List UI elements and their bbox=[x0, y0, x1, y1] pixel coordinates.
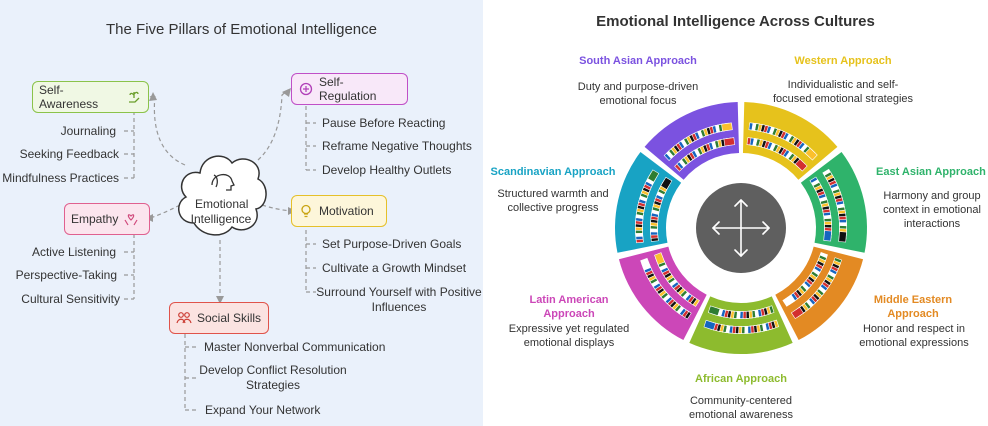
five-pillars-panel: The Five Pillars of Emotional Intelligen… bbox=[0, 0, 483, 426]
empathy-item-2: Perspective-Taking bbox=[15, 268, 117, 282]
empathy-label: Empathy bbox=[71, 212, 119, 226]
social-skills-node: Social Skills bbox=[169, 302, 269, 334]
self-regulation-node: Self-Regulation bbox=[291, 73, 408, 105]
motivation-node: Motivation bbox=[291, 195, 387, 227]
heart-hands-icon bbox=[124, 214, 138, 226]
center-label-1: Emotional bbox=[195, 197, 249, 211]
culture-ring bbox=[615, 102, 867, 354]
flag-tiles-east-asian bbox=[809, 168, 847, 243]
motivation-item-1: Set Purpose-Driven Goals bbox=[322, 237, 462, 251]
left-title: The Five Pillars of Emotional Intelligen… bbox=[106, 21, 377, 38]
flag-tiles-scandinavian bbox=[635, 169, 673, 244]
lightbulb-icon bbox=[301, 204, 311, 218]
head-icon bbox=[211, 174, 235, 191]
self-regulation-item-3: Develop Healthy Outlets bbox=[322, 163, 452, 177]
self-regulation-item-2: Reframe Negative Thoughts bbox=[322, 139, 472, 153]
people-icon bbox=[176, 312, 192, 324]
middle-eastern-title: Middle Eastern Approach bbox=[873, 294, 953, 320]
empathy-node: Empathy bbox=[64, 203, 150, 235]
flag-tiles-south-asian bbox=[663, 122, 736, 172]
self-regulation-label: Self-Regulation bbox=[319, 75, 377, 103]
flag-tiles-western bbox=[746, 122, 818, 172]
hand-plant-icon bbox=[129, 91, 140, 103]
ring-segment-scandinavian bbox=[615, 152, 682, 253]
scandinavian-desc: Structured warmth and collective progres… bbox=[497, 188, 609, 214]
self-awareness-item-1: Journaling bbox=[60, 124, 116, 138]
motivation-item-2: Cultivate a Growth Mindset bbox=[322, 261, 467, 275]
south-asian-title: South Asian Approach bbox=[579, 55, 697, 67]
african-title: African Approach bbox=[695, 373, 787, 385]
pillar-connectors bbox=[124, 88, 316, 411]
self-awareness-node: Self-Awareness bbox=[32, 81, 149, 113]
east-asian-title: East Asian Approach bbox=[876, 166, 986, 178]
social-skills-item-1: Master Nonverbal Communication bbox=[204, 340, 386, 354]
social-skills-label: Social Skills bbox=[197, 311, 262, 325]
move-arrows-icon bbox=[712, 199, 770, 257]
empathy-item-1: Active Listening bbox=[31, 245, 116, 259]
motivation-item-3: Surround Yourself with Positive Influenc… bbox=[316, 285, 482, 314]
flag-tiles-middle-eastern bbox=[782, 251, 843, 320]
african-desc: Community-centered emotional awareness bbox=[689, 395, 793, 421]
center-cloud bbox=[178, 155, 267, 236]
social-skills-item-2: Develop Conflict Resolution Strategies bbox=[199, 363, 347, 392]
ring-segment-east-asian bbox=[800, 152, 867, 253]
cultures-panel: Emotional Intelligence Across Cultures S… bbox=[483, 0, 988, 426]
middle-eastern-desc: Honor and respect in emotional expressio… bbox=[859, 323, 969, 349]
western-title: Western Approach bbox=[794, 55, 892, 67]
self-regulation-item-1: Pause Before Reacting bbox=[322, 116, 446, 130]
connector-self-regulation bbox=[257, 89, 289, 161]
western-desc: Individualistic and self-focused emotion… bbox=[772, 79, 914, 105]
south-asian-desc: Duty and purpose-driven emotional focus bbox=[577, 81, 699, 107]
self-awareness-item-3: Mindfulness Practices bbox=[2, 171, 119, 185]
self-awareness-item-2: Seeking Feedback bbox=[19, 147, 119, 161]
self-awareness-label: Self-Awareness bbox=[39, 83, 99, 111]
right-title: Emotional Intelligence Across Cultures bbox=[596, 13, 875, 30]
center-label-2: Intelligence bbox=[190, 212, 252, 226]
empathy-item-3: Cultural Sensitivity bbox=[21, 292, 120, 306]
motivation-label: Motivation bbox=[319, 204, 374, 218]
flag-tiles-african bbox=[703, 305, 780, 334]
east-asian-desc: Harmony and group context in emotional i… bbox=[883, 190, 981, 230]
social-skills-item-3: Expand Your Network bbox=[205, 403, 321, 417]
latin-american-desc: Expressive yet regulated emotional displ… bbox=[508, 323, 630, 349]
scandinavian-title: Scandinavian Approach bbox=[490, 166, 616, 178]
brain-gear-icon bbox=[299, 82, 313, 96]
flag-tiles-latin-american bbox=[640, 252, 700, 320]
latin-american-title: Latin American Approach bbox=[529, 294, 609, 320]
